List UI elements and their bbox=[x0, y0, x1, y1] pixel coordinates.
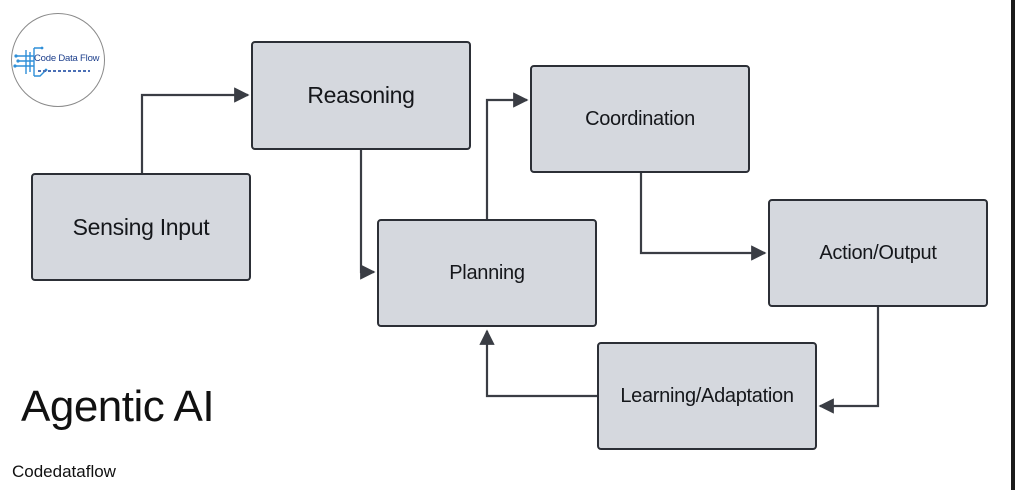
page-title: Agentic AI bbox=[21, 382, 215, 431]
edge-learning-to-planning bbox=[479, 329, 597, 398]
node-coordination: Coordination bbox=[530, 65, 750, 173]
node-planning: Planning bbox=[377, 219, 597, 327]
edge-planning-to-coordination bbox=[485, 92, 529, 219]
node-learning-adaptation: Learning/Adaptation bbox=[597, 342, 817, 450]
edge-sensing-to-reasoning bbox=[140, 87, 250, 173]
node-action-output: Action/Output bbox=[768, 199, 988, 307]
logo-tagline-decoration bbox=[38, 70, 90, 72]
edge-reasoning-to-planning bbox=[359, 150, 376, 280]
node-reasoning: Reasoning bbox=[251, 41, 471, 150]
footer-brand: Codedataflow bbox=[12, 462, 116, 481]
logo-text: Code Data Flow bbox=[34, 53, 100, 64]
code-data-flow-logo: Code Data Flow bbox=[11, 13, 105, 107]
circuit-icon bbox=[13, 46, 48, 77]
right-edge-divider bbox=[1011, 0, 1015, 490]
edge-action-to-learning bbox=[818, 307, 880, 414]
node-sensing-input: Sensing Input bbox=[31, 173, 251, 281]
edge-coordination-to-action bbox=[639, 173, 767, 261]
